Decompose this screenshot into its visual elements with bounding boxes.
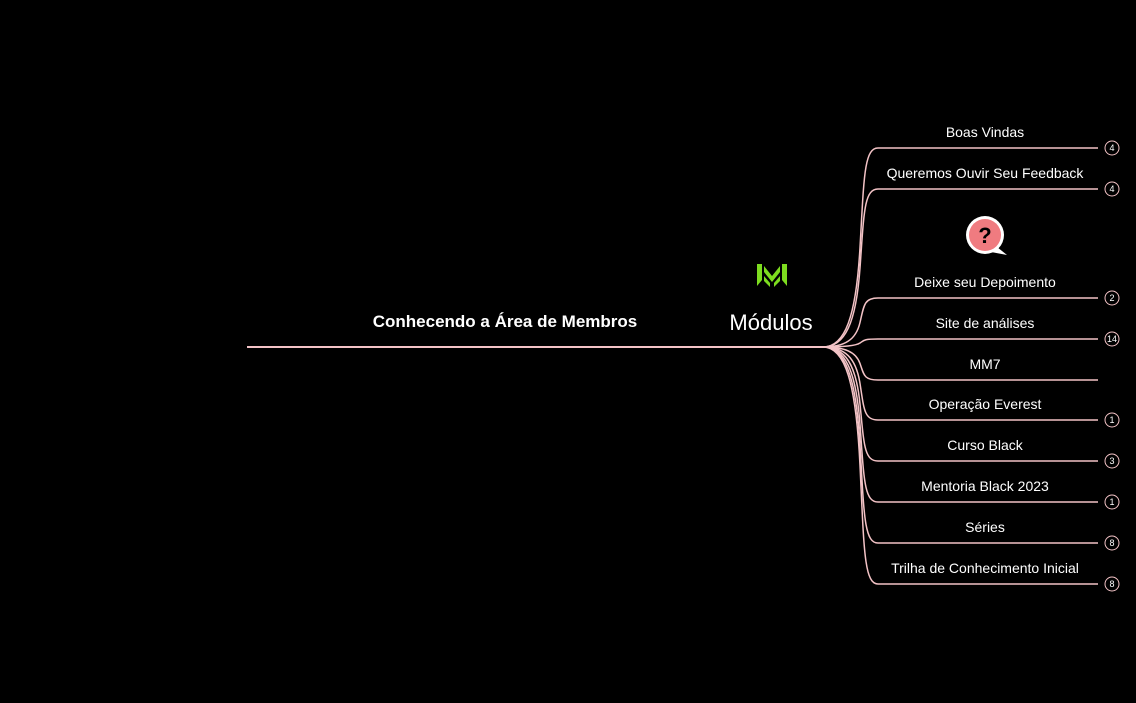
branch-connector (822, 346, 1098, 585)
branch-connector (822, 346, 1098, 503)
branch-connector (822, 297, 1098, 348)
branch-topic[interactable]: Deixe seu Depoimento (914, 274, 1056, 290)
branch-connector (822, 338, 1098, 348)
root-topic[interactable]: Conhecendo a Área de Membros (372, 312, 638, 331)
branch-topic[interactable]: Operação Everest (928, 396, 1042, 412)
branch-topic[interactable]: Queremos Ouvir Seu Feedback (886, 165, 1084, 181)
branch-topic[interactable]: MM7 (969, 356, 1001, 372)
center-topic[interactable]: Módulos (729, 310, 813, 335)
branch-topic[interactable]: Site de análises (935, 315, 1035, 331)
branch-topic[interactable]: Trilha de Conhecimento Inicial (891, 560, 1079, 576)
branch-connector (822, 346, 1098, 462)
branch-connector (822, 147, 1098, 348)
branch-topic[interactable]: Séries (965, 519, 1005, 535)
branch-topic[interactable]: Mentoria Black 2023 (921, 478, 1049, 494)
branch-connector (822, 346, 1098, 381)
branch-topic[interactable]: Boas Vindas (945, 124, 1025, 140)
branch-topic[interactable]: Curso Black (947, 437, 1023, 453)
branch-connector (822, 188, 1098, 348)
branch-connector (822, 346, 1098, 421)
branch-connector (822, 346, 1098, 544)
